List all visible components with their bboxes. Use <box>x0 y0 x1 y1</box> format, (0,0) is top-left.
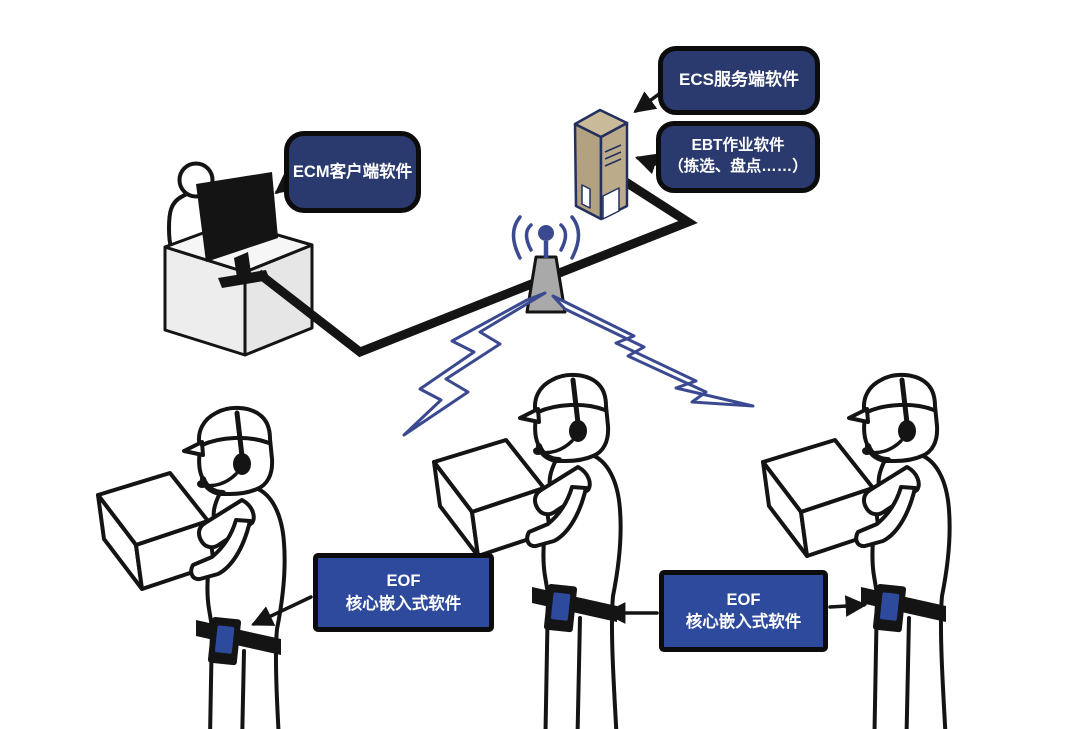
label-ebt-text-line1: EBT作业软件 <box>691 137 785 155</box>
label-eof-left-line2: 核心嵌入式软件 <box>345 594 462 613</box>
signal-bolt-left <box>402 291 547 437</box>
label-ecm-client-software: ECM客户端软件 <box>284 131 421 213</box>
label-ecs-server-software: ECS服务端软件 <box>658 46 820 115</box>
label-ecs-text: ECS服务端软件 <box>679 70 799 90</box>
label-eof-right-line2: 核心嵌入式软件 <box>685 613 802 631</box>
label-eof-left-line1: EOF <box>386 572 421 591</box>
label-ebt-text-line2: （拣选、盘点……） <box>668 158 808 175</box>
worker-figure-left <box>98 408 285 729</box>
monitor-icon <box>196 172 278 288</box>
arrow-ecs-to-server <box>633 91 661 113</box>
label-ecm-text: ECM客户端软件 <box>292 162 413 181</box>
worker-figure-middle <box>434 375 621 729</box>
label-ebt-operation-software: EBT作业软件 （拣选、盘点……） <box>656 121 820 193</box>
label-eof-embedded-software-right: EOF 核心嵌入式软件 <box>659 570 828 652</box>
worker-figure-right <box>763 375 950 729</box>
label-eof-right-line1: EOF <box>726 590 761 609</box>
arrow-eof-to-right-worker <box>828 595 868 617</box>
arrow-ebt-to-server <box>634 153 659 175</box>
arrow-eof-to-left-worker <box>251 595 313 626</box>
label-eof-embedded-software-left: EOF 核心嵌入式软件 <box>313 553 494 632</box>
signal-bolt-right <box>551 294 755 408</box>
network-cable <box>255 172 698 358</box>
server-tower-icon <box>573 108 629 221</box>
